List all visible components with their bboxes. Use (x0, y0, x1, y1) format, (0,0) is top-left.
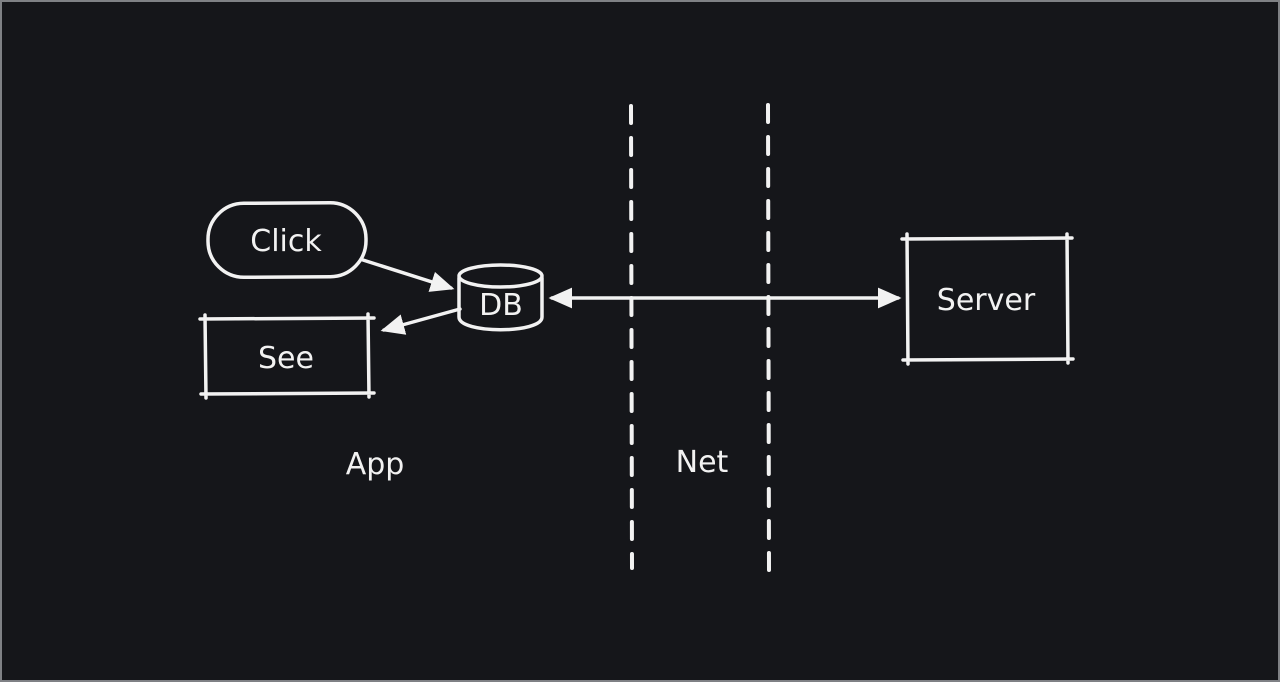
net-boundary-right-dashed-line[interactable] (766, 103, 771, 572)
node-click[interactable]: Click (206, 200, 368, 280)
db-node-label: DB (479, 288, 523, 323)
edge-click-to-db-arrow[interactable] (361, 258, 455, 292)
click-node-shape[interactable] (206, 200, 368, 280)
see-node-shape[interactable] (198, 312, 376, 400)
db-cylinder-top[interactable] (457, 263, 544, 289)
see-node-label: See (258, 341, 314, 376)
node-db[interactable]: DB (457, 263, 544, 332)
net-boundary-left-dashed-line[interactable] (629, 104, 634, 570)
net-zone-label[interactable]: Net (676, 445, 729, 480)
node-server[interactable]: Server (900, 232, 1075, 366)
click-node-label: Click (250, 224, 322, 259)
server-node-shape[interactable] (900, 232, 1075, 366)
app-zone-label[interactable]: App (346, 447, 405, 482)
edge-db-to-see-arrow[interactable] (380, 307, 462, 335)
server-node-label: Server (937, 283, 1036, 318)
db-cylinder-body[interactable] (457, 276, 544, 332)
node-see[interactable]: See (198, 312, 376, 400)
